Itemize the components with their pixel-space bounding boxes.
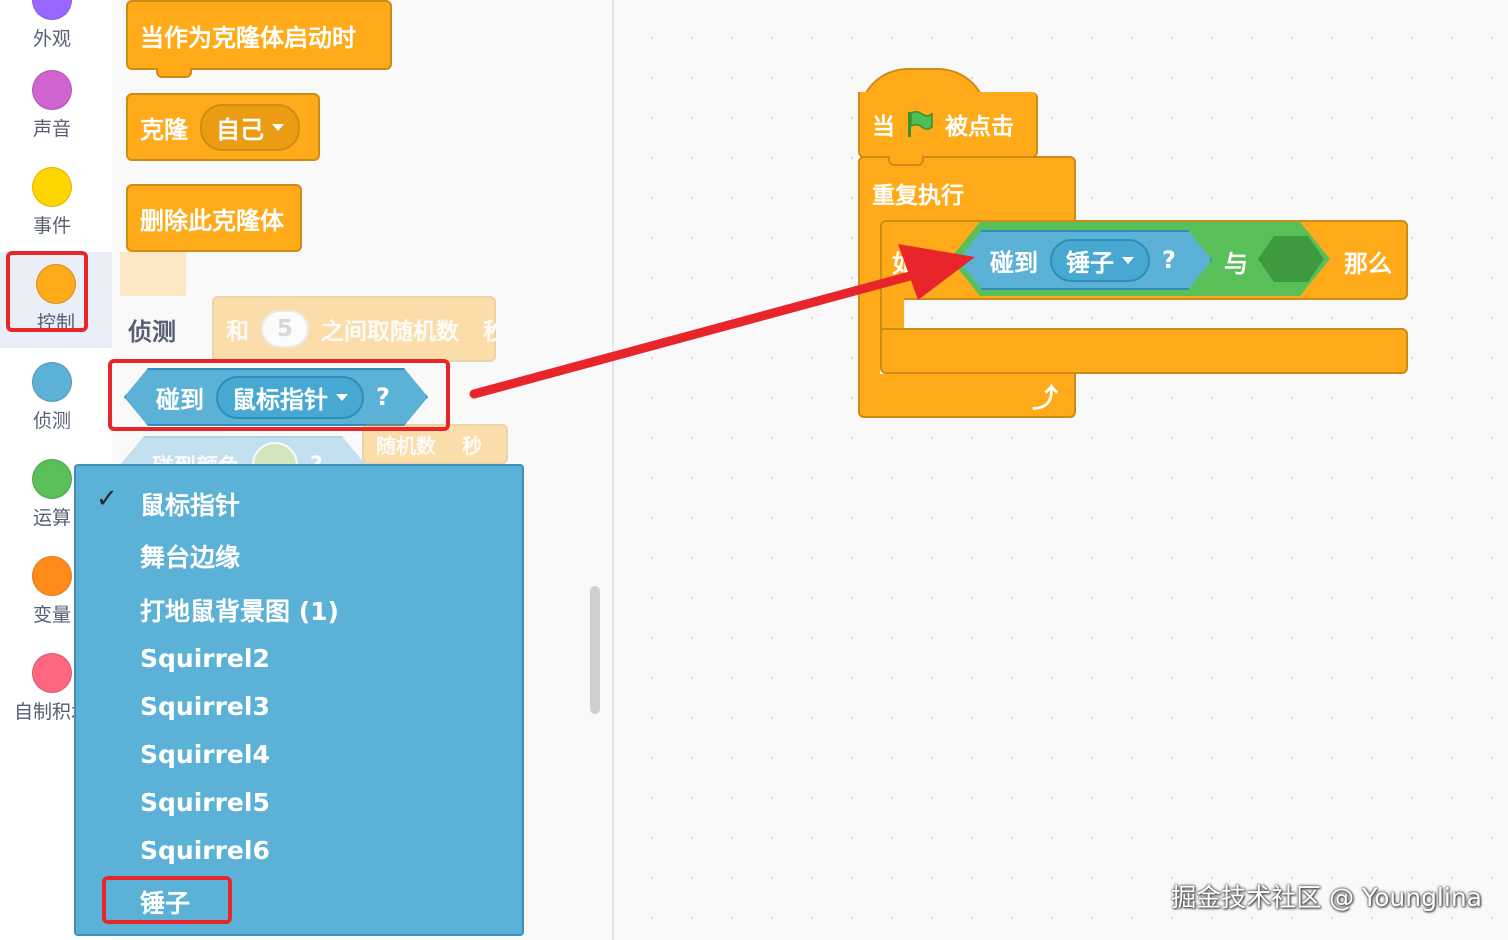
random-text: 之间取随机数 <box>321 319 460 345</box>
category-label: 事件 <box>32 215 71 237</box>
category-operators[interactable]: 运算 <box>0 459 104 530</box>
and-label: 与 <box>1224 250 1248 278</box>
category-looks[interactable]: 外观 <box>0 0 104 51</box>
variables-icon <box>32 556 72 596</box>
palette-divider <box>612 0 614 940</box>
highlight-touching-block <box>108 359 450 431</box>
block-notch <box>156 68 192 78</box>
random-unit: 秒 <box>462 433 482 458</box>
when-start-as-clone-block[interactable]: 当作为克隆体启动时 <box>126 0 392 70</box>
then-label: 那么 <box>1344 250 1392 278</box>
clone-target-dropdown[interactable]: 自己 <box>200 103 300 151</box>
touching-target-dropdown[interactable]: 锤子 <box>1050 239 1150 282</box>
category-events[interactable]: 事件 <box>0 167 104 238</box>
chevron-down-icon <box>336 394 348 401</box>
block-label: 碰到 <box>156 385 204 414</box>
clone-target-value: 自己 <box>216 115 264 144</box>
block-label: 克隆 <box>140 115 188 144</box>
target-dropdown-menu: ✓ 鼠标指针 舞台边缘 打地鼠背景图 (1) Squirrel2 Squirre… <box>74 464 524 936</box>
dropdown-item-squirrel5[interactable]: Squirrel5 <box>140 788 270 817</box>
if-block-bottom <box>880 328 1408 374</box>
dropdown-item-mouse-pointer[interactable]: 鼠标指针 <box>140 491 241 520</box>
when-flag-clicked-block[interactable]: 当 被点击 <box>858 92 1038 158</box>
if-block-arm <box>880 296 904 334</box>
delete-clone-block[interactable]: 删除此克隆体 <box>126 184 302 252</box>
dropdown-item-squirrel2[interactable]: Squirrel2 <box>140 644 270 673</box>
block-notch <box>888 156 924 166</box>
hat-when-label: 当 <box>872 114 895 140</box>
random-unit: 秒 <box>483 319 507 345</box>
highlight-hammer-item <box>102 876 232 924</box>
touching-block[interactable]: 碰到 鼠标指针 ? <box>124 368 428 426</box>
faded-block-remnant <box>120 252 186 296</box>
dropdown-item-squirrel6[interactable]: Squirrel6 <box>140 836 270 865</box>
create-clone-block[interactable]: 克隆 自己 <box>126 93 320 161</box>
sensing-section-heading: 侦测 <box>128 318 176 346</box>
sound-icon <box>32 70 72 110</box>
dropdown-item-backdrop[interactable]: 打地鼠背景图 (1) <box>140 597 339 626</box>
dropdown-item-squirrel3[interactable]: Squirrel3 <box>140 692 270 721</box>
touching-target-value: 锤子 <box>1066 248 1114 277</box>
dropdown-item-squirrel4[interactable]: Squirrel4 <box>140 740 270 769</box>
touching-target-dropdown[interactable]: 鼠标指针 <box>216 376 364 419</box>
checkmark-icon: ✓ <box>96 484 118 514</box>
random-value: 5 <box>261 310 310 348</box>
random-and-text: 和 <box>226 319 249 345</box>
dropdown-item-edge[interactable]: 舞台边缘 <box>140 543 241 572</box>
events-icon <box>32 167 72 207</box>
category-my-blocks[interactable]: 自制积木 <box>0 653 104 724</box>
highlight-control-category <box>6 251 88 332</box>
category-control[interactable]: 控制 <box>0 252 112 348</box>
category-label: 运算 <box>32 507 71 529</box>
category-sound[interactable]: 声音 <box>0 70 104 141</box>
forever-label: 重复执行 <box>872 183 964 209</box>
palette-scrollbar[interactable] <box>590 586 600 714</box>
watermark: 掘金技术社区 @ Younglina <box>1171 883 1482 912</box>
green-flag-icon <box>908 110 933 137</box>
hat-clicked-label: 被点击 <box>945 114 1014 140</box>
forever-block-arm <box>858 222 880 382</box>
category-label: 侦测 <box>32 410 71 432</box>
operators-icon <box>32 459 72 499</box>
forever-block-top[interactable]: 重复执行 <box>858 156 1076 230</box>
loop-arrow-icon: ⤴ <box>1031 384 1058 414</box>
category-sensing[interactable]: 侦测 <box>0 362 104 433</box>
category-label: 外观 <box>32 28 71 50</box>
category-label: 自制积木 <box>13 701 90 723</box>
category-label: 变量 <box>32 604 71 626</box>
question-mark: ? <box>376 383 390 411</box>
sensing-icon <box>32 362 72 402</box>
forever-block-bottom: ⤴ <box>858 374 1076 418</box>
dropdown-item-hammer[interactable]: 锤子 <box>140 889 191 918</box>
my-blocks-icon <box>32 653 72 693</box>
touching-target-value: 鼠标指针 <box>232 385 328 414</box>
chevron-down-icon <box>272 123 284 131</box>
block-label: 当作为克隆体启动时 <box>140 23 356 52</box>
faded-random-block: 和 5 之间取随机数 秒 <box>212 296 506 362</box>
chevron-down-icon <box>1122 257 1134 264</box>
block-label: 删除此克隆体 <box>140 206 284 235</box>
empty-boolean-slot[interactable] <box>1258 236 1324 282</box>
category-variables[interactable]: 变量 <box>0 556 104 627</box>
question-mark: ? <box>1162 246 1176 274</box>
category-label: 声音 <box>32 118 71 140</box>
block-label: 碰到 <box>990 248 1038 277</box>
control-icon <box>36 264 76 304</box>
random-text: 随机数 <box>376 433 436 458</box>
